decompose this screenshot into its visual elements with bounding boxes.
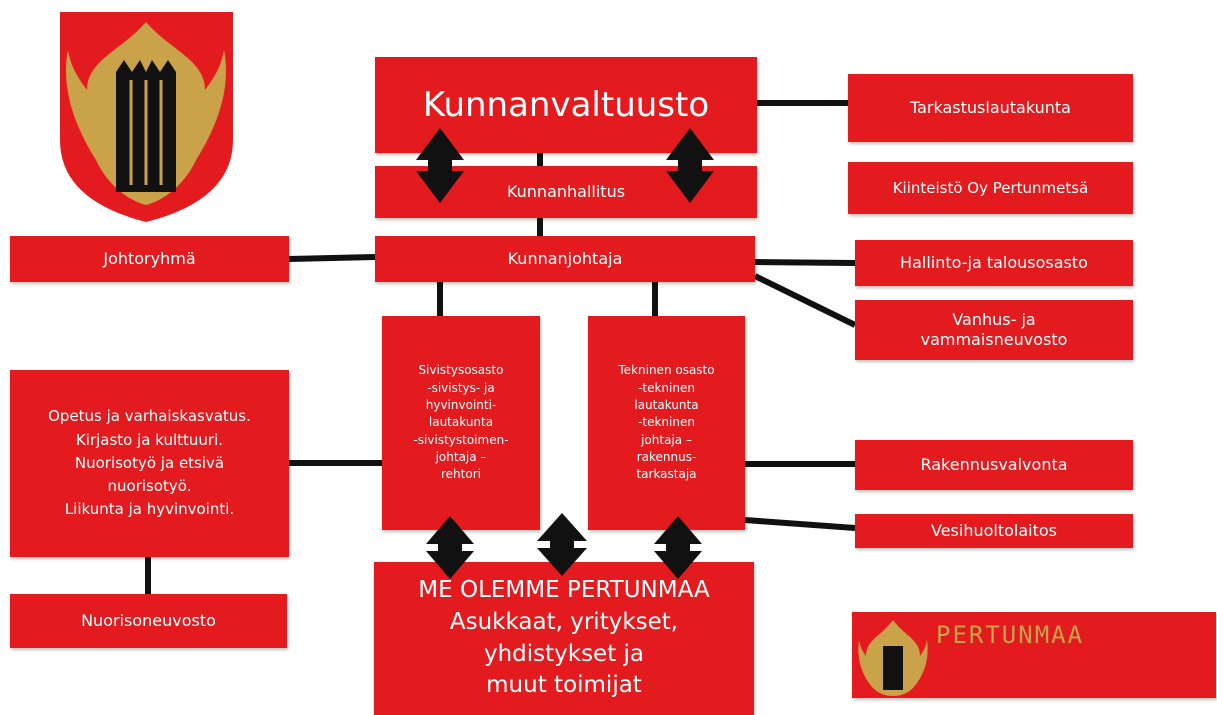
node-vesihuolto: Vesihuoltolaitos — [855, 514, 1133, 548]
double-arrow-icon — [654, 516, 702, 579]
node-kiinteisto: Kiinteistö Oy Pertunmetsä — [848, 162, 1133, 214]
node-hallinto: Hallinto-ja talousosasto — [855, 240, 1133, 286]
double-arrow-icon — [537, 513, 587, 576]
flame-emblem-icon — [858, 620, 928, 696]
double-arrow-icon — [416, 128, 464, 203]
edge-johtaja-hallinto — [754, 259, 856, 266]
node-sivistys: Sivistysosasto -sivistys- ja hyvinvointi… — [382, 316, 540, 530]
double-arrow-icon — [666, 128, 714, 203]
node-tekninen: Tekninen osasto -tekninen lautakunta -te… — [588, 316, 745, 530]
pertunmaa-logo: PERTUNMAA — [852, 612, 1216, 698]
edge-johtaja-vanhus — [753, 273, 857, 328]
node-rakennusvalvonta: Rakennusvalvonta — [855, 440, 1133, 490]
node-opetus: Opetus ja varhaiskasvatus. Kirjasto ja k… — [10, 370, 289, 557]
node-vanhus: Vanhus- ja vammaisneuvosto — [855, 300, 1133, 360]
edge-tekninen-vesihuolto — [744, 517, 856, 531]
node-johtoryhma: Johtoryhmä — [10, 236, 289, 282]
node-kunnanjohtaja: Kunnanjohtaja — [375, 236, 755, 282]
node-nuorisoneuvosto: Nuorisoneuvosto — [10, 594, 287, 648]
node-me-olemme-pertunmaa: ME OLEMME PERTUNMAA Asukkaat, yritykset,… — [374, 562, 754, 715]
double-arrow-icon — [426, 516, 474, 579]
node-tarkastuslautakunta: Tarkastuslautakunta — [848, 74, 1133, 142]
pertunmaa-wordmark: PERTUNMAA — [936, 621, 1085, 649]
edge-johtaja-johtoryhma — [288, 254, 376, 262]
